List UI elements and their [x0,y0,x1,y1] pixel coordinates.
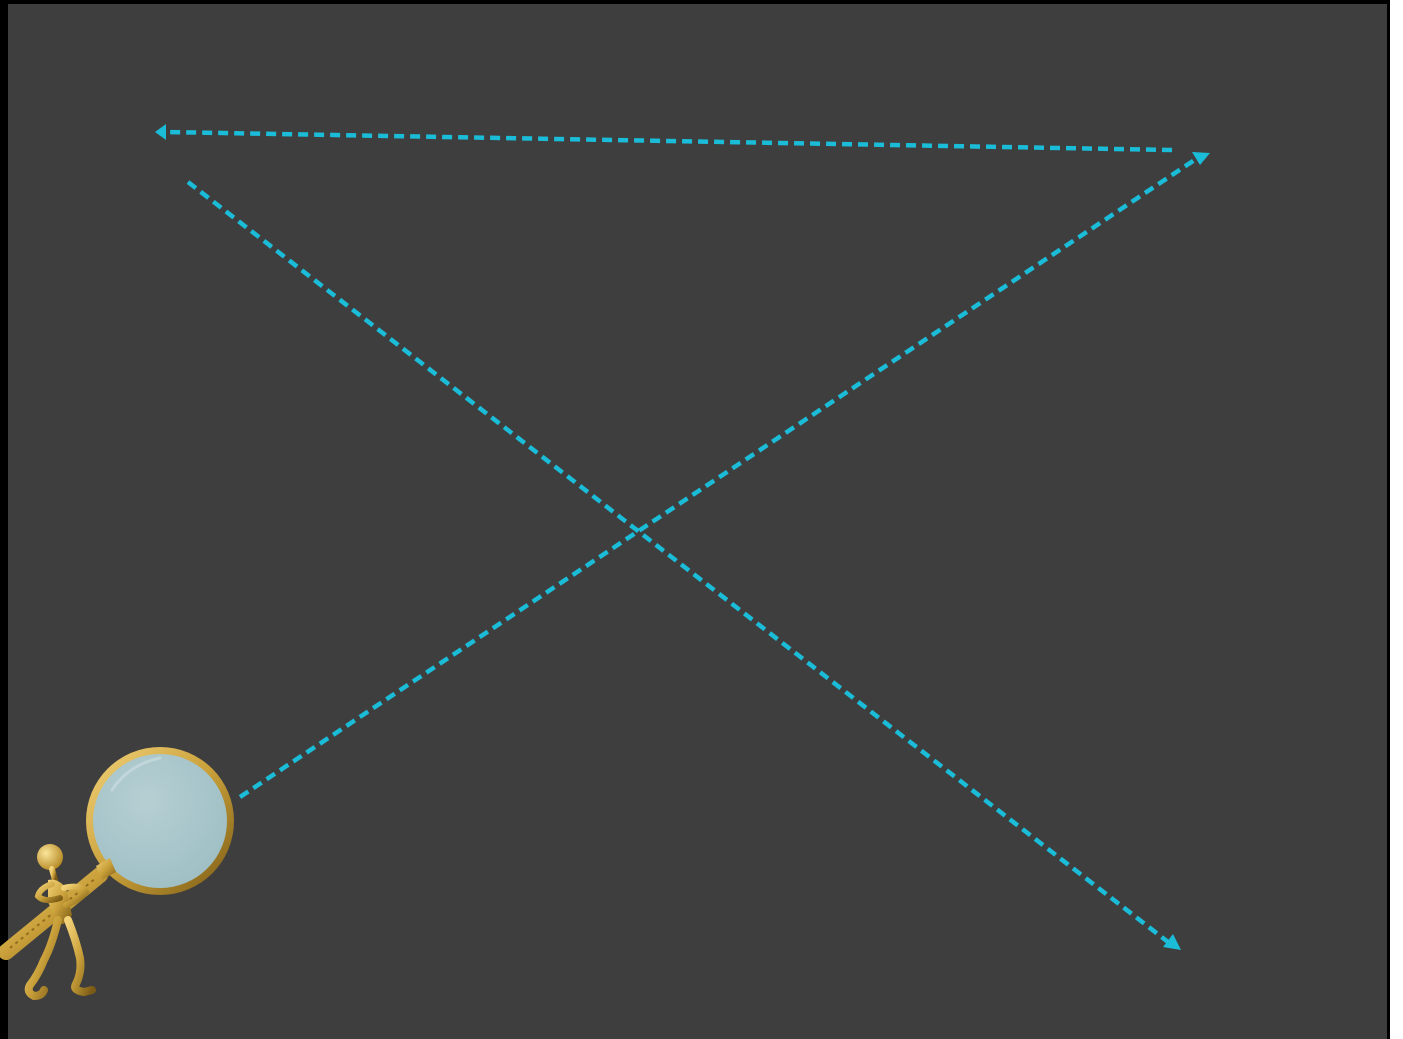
arrow-up-right-head-icon [1192,152,1210,165]
arrow-diagonal-up-right [240,152,1210,797]
gold-figure-with-magnifying-glass [6,747,234,996]
arrow-diagonal-down-right-line [188,182,1168,942]
arrow-left-head-icon [155,124,166,140]
figure-head [37,844,63,870]
arrow-diagonal-down-right [188,182,1181,950]
arrow-top-left-line [166,132,1172,150]
magnifying-glass-icon [86,747,234,895]
arrow-top-left [155,124,1172,150]
arrow-diagonal-up-right-line [240,159,1196,797]
